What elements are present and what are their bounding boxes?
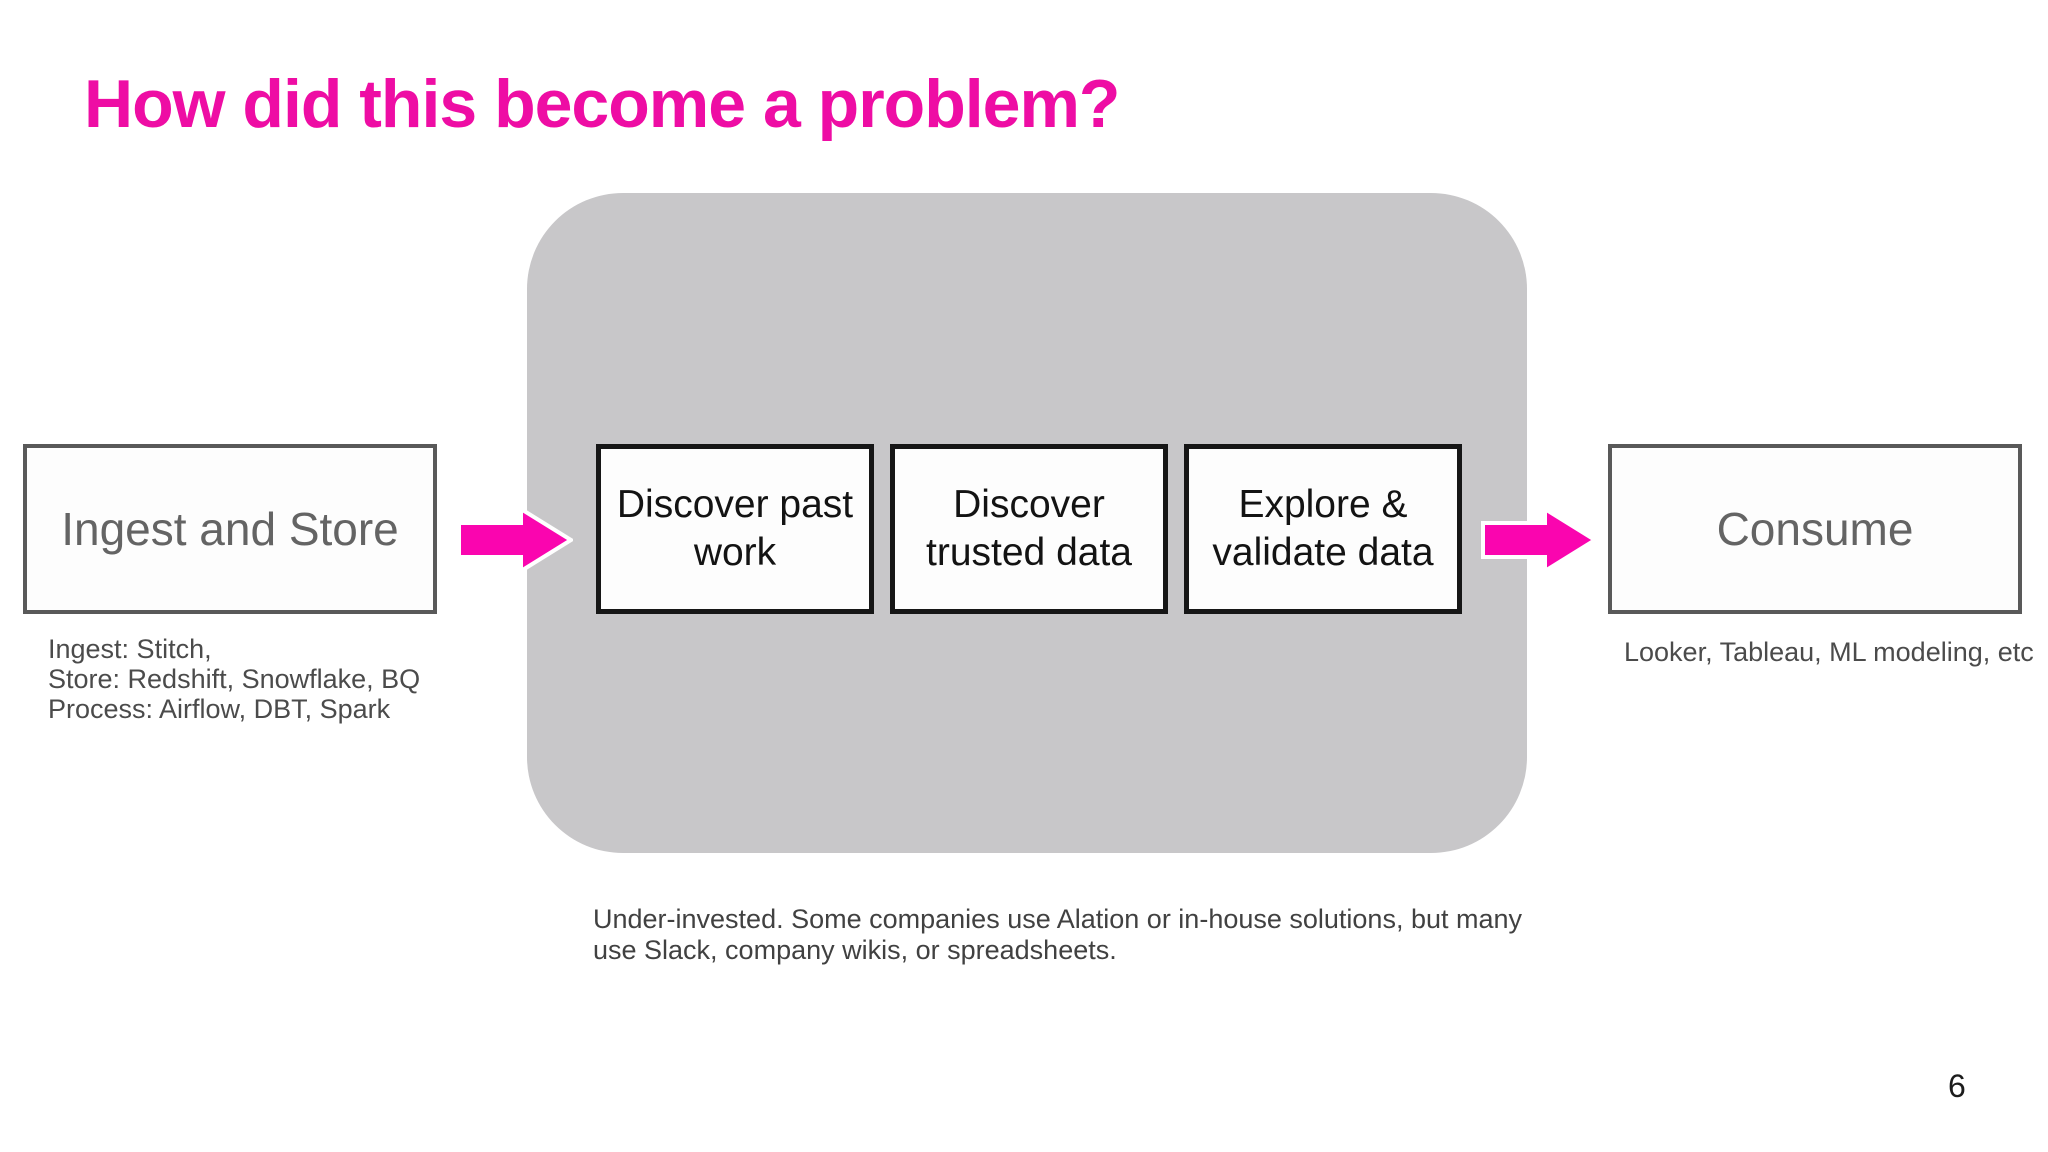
- consume-box: Consume: [1608, 444, 2022, 614]
- ingest-notes: Ingest: Stitch, Store: Redshift, Snowfla…: [48, 634, 420, 724]
- page-number: 6: [1948, 1068, 1966, 1104]
- right-arrow-shape: [1481, 505, 1597, 575]
- right-arrow-icon: [1481, 505, 1597, 575]
- caption-line: use Slack, company wikis, or spreadsheet…: [593, 935, 1117, 965]
- consume-note: Looker, Tableau, ML modeling, etc: [1624, 637, 2034, 667]
- consume-label: Consume: [1716, 503, 1914, 555]
- discover-trusted-data-box: Discover trusted data: [890, 444, 1168, 614]
- caption-line: Under-invested. Some companies use Alati…: [593, 904, 1523, 934]
- ingest-notes-line: Process: Airflow, DBT, Spark: [48, 694, 391, 724]
- slide-title: How did this become a problem?: [84, 66, 1120, 142]
- ingest-notes-line: Ingest: Stitch,: [48, 634, 212, 664]
- explore-validate-data-label: Explore & validate data: [1212, 483, 1434, 574]
- explore-validate-data-box: Explore & validate data: [1184, 444, 1462, 614]
- discover-past-work-box: Discover past work: [596, 444, 874, 614]
- ingest-and-store-label: Ingest and Store: [61, 503, 399, 555]
- right-arrow-icon: [457, 505, 573, 575]
- ingest-notes-line: Store: Redshift, Snowflake, BQ: [48, 664, 421, 694]
- right-arrow-shape: [457, 505, 573, 575]
- discover-trusted-data-label: Discover trusted data: [926, 483, 1132, 574]
- under-invested-caption: Under-invested. Some companies use Alati…: [593, 904, 1522, 966]
- ingest-and-store-box: Ingest and Store: [23, 444, 437, 614]
- discover-past-work-label: Discover past work: [616, 483, 854, 574]
